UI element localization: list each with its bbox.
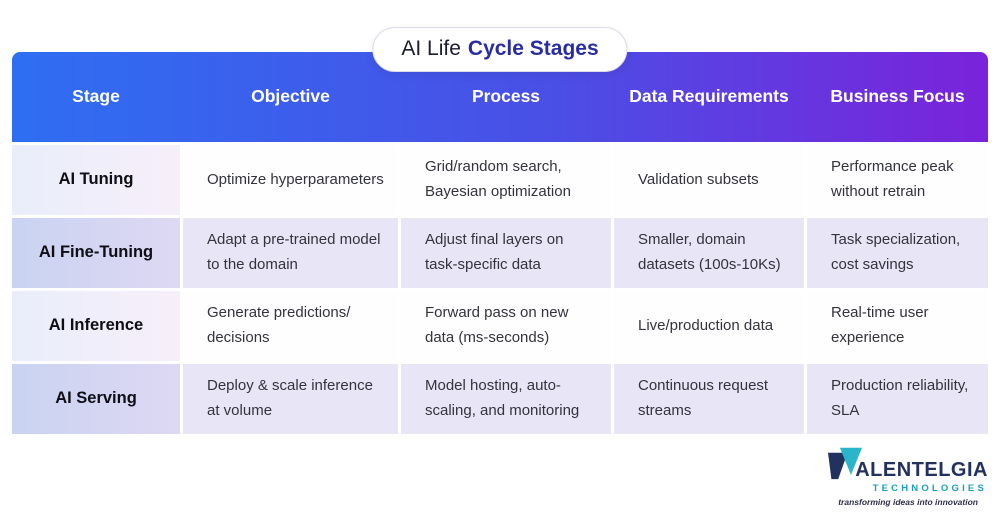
column-header-business-focus: Business Focus	[830, 86, 965, 107]
table-row-ai-tuning: AI Tuning Optimize hyperparameters Grid/…	[12, 145, 988, 215]
business-focus-cell: Performance peak without retrain	[807, 145, 988, 215]
stage-label: AI Tuning	[12, 145, 180, 215]
data-requirements-cell: Validation subsets	[614, 145, 804, 215]
process-cell: Forward pass on new data (ms-seconds)	[401, 291, 611, 361]
logo-subtitle: TECHNOLOGIES	[872, 483, 987, 494]
page-title-prefix: AI Life	[401, 37, 461, 60]
objective-cell: Deploy & scale inference at volume	[183, 364, 398, 434]
talentelgia-logo: ALENTELGIA TECHNOLOGIES transforming ide…	[828, 446, 988, 507]
logo-wordmark: ALENTELGIA	[855, 459, 988, 481]
objective-cell: Adapt a pre-trained model to the domain	[183, 218, 398, 288]
stage-label: AI Fine-Tuning	[12, 218, 180, 288]
column-header-process: Process	[471, 86, 541, 107]
process-cell: Grid/random search, Bayesian optimizatio…	[401, 145, 611, 215]
stage-label: AI Serving	[12, 364, 180, 434]
table-row-ai-fine-tuning: AI Fine-Tuning Adapt a pre-trained model…	[12, 218, 988, 288]
objective-cell: Optimize hyperparameters	[183, 145, 398, 215]
objective-cell: Generate predictions/ decisions	[183, 291, 398, 361]
table-row-ai-inference: AI Inference Generate predictions/ decis…	[12, 291, 988, 361]
business-focus-cell: Task specialization, cost savings	[807, 218, 988, 288]
logo-tagline: transforming ideas into innovation	[838, 497, 978, 507]
column-header-data-requirements: Data Requirements	[629, 86, 789, 107]
talentelgia-t-mark-icon	[828, 447, 863, 480]
logo-wordmark-row: ALENTELGIA	[828, 446, 988, 480]
data-requirements-cell: Smaller, domain datasets (100s-10Ks)	[614, 218, 804, 288]
process-cell: Model hosting, auto-scaling, and monitor…	[401, 364, 611, 434]
stage-label: AI Inference	[12, 291, 180, 361]
column-header-stage: Stage	[72, 86, 120, 107]
business-focus-cell: Real-time user experience	[807, 291, 988, 361]
process-cell: Adjust final layers on task-specific dat…	[401, 218, 611, 288]
page-title: AI Life Cycle Stages	[372, 27, 628, 72]
data-requirements-cell: Continuous request streams	[614, 364, 804, 434]
lifecycle-table: Stage Objective Process Data Requirement…	[12, 52, 988, 434]
business-focus-cell: Production reliability, SLA	[807, 364, 988, 434]
column-header-objective: Objective	[251, 86, 330, 107]
data-requirements-cell: Live/production data	[614, 291, 804, 361]
table-row-ai-serving: AI Serving Deploy & scale inference at v…	[12, 364, 988, 434]
page-title-highlight: Cycle Stages	[467, 37, 599, 60]
table-body: AI Tuning Optimize hyperparameters Grid/…	[12, 145, 988, 434]
